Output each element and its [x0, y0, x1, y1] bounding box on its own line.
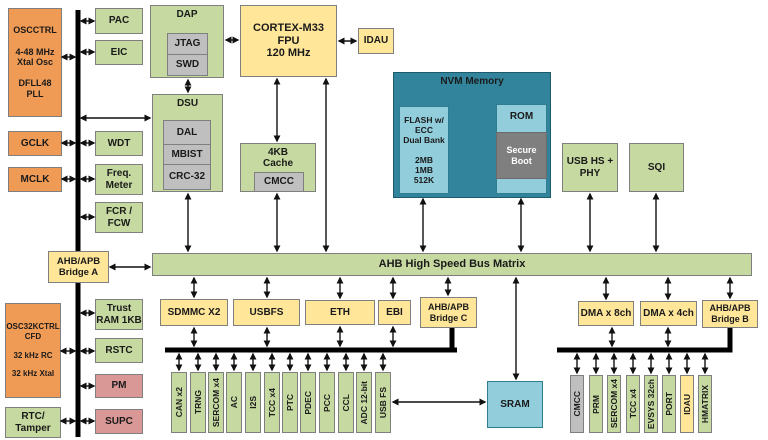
block-cmcc-cache: CMCC	[254, 172, 304, 192]
dap-label: DAP	[176, 9, 198, 20]
block-dsu: DSU DAL MBIST CRC-32	[152, 94, 223, 192]
block-fcr-fcw: FCR / FCW	[95, 202, 143, 233]
block-rom: ROM Secure Boot	[496, 104, 547, 194]
block-prm: PRM	[589, 375, 603, 433]
dsu-label: DSU	[176, 98, 199, 109]
block-swd: SWD	[167, 54, 208, 76]
block-sqi: SQI	[629, 143, 684, 192]
block-ebi: EBI	[378, 300, 411, 325]
block-bridge-b: AHB/APB Bridge B	[702, 300, 758, 328]
block-tcc-right: TCC x4	[626, 375, 640, 433]
block-ccl: CCL	[338, 372, 354, 433]
block-bridge-c: AHB/APB Bridge C	[420, 297, 477, 328]
block-trng: TRNG	[190, 372, 206, 433]
left-peripheral-bus	[165, 328, 457, 353]
block-usb-hs-phy: USB HS + PHY	[562, 143, 618, 192]
nvm-title: NVM Memory	[440, 76, 504, 87]
block-mbist: MBIST	[163, 144, 211, 165]
cache-label: 4KB Cache	[262, 147, 293, 169]
block-cache: 4KB Cache CMCC	[240, 143, 316, 192]
block-idau-core: IDAU	[358, 28, 394, 54]
block-pac: PAC	[95, 8, 143, 34]
right-peripheral-bus	[557, 328, 733, 353]
block-port: PORT	[662, 375, 676, 433]
block-flash: FLASH w/ ECC Dual Bank 2MB 1MB 512K	[399, 106, 449, 194]
block-ptc: PTC	[282, 372, 298, 433]
block-ac: AC	[226, 372, 242, 433]
block-wdt: WDT	[95, 131, 143, 156]
block-rtc-tamper: RTC/ Tamper	[5, 407, 61, 438]
block-jtag: JTAG	[167, 33, 208, 55]
block-i2s: I2S	[245, 372, 261, 433]
block-cortex-m33: CORTEX-M33 FPU 120 MHz	[240, 5, 337, 77]
block-sercom-right: SERCOM x4	[607, 375, 621, 433]
block-pcc: PCC	[319, 372, 335, 433]
block-crc32: CRC-32	[163, 164, 211, 190]
block-usbfs: USBFS	[233, 299, 300, 326]
block-freq-meter: Freq. Meter	[95, 164, 143, 195]
block-usb-fs: USB FS	[375, 372, 391, 433]
block-oscctrl: OSCCTRL 4-48 MHz Xtal Osc DFLL48 PLL	[8, 8, 62, 117]
block-dal: DAL	[163, 120, 211, 145]
block-gclk: GCLK	[8, 131, 62, 156]
block-dma8: DMA x 8ch	[578, 301, 634, 326]
block-dap: DAP JTAG SWD	[150, 5, 224, 78]
block-pm: PM	[95, 374, 143, 398]
block-trust-ram: Trust RAM 1KB	[95, 299, 143, 330]
block-rstc: RSTC	[95, 338, 143, 363]
rom-label: ROM	[509, 111, 534, 122]
block-bridge-a: AHB/APB Bridge A	[48, 251, 109, 283]
block-mclk: MCLK	[8, 167, 62, 192]
block-adc: ADC 12-bit	[356, 372, 372, 433]
bus-matrix-bar: AHB High Speed Bus Matrix	[152, 253, 752, 276]
block-hmatrix: HMATRIX	[698, 375, 712, 433]
block-secure-boot: Secure Boot	[496, 132, 547, 179]
block-eth: ETH	[305, 300, 375, 325]
block-sdmmc: SDMMC X2	[160, 299, 228, 326]
block-idau-right: IDAU	[680, 375, 694, 433]
block-evsys: EVSYS 32ch	[644, 375, 658, 433]
block-tcc-left: TCC x4	[264, 372, 280, 433]
block-dma4: DMA x 4ch	[640, 301, 697, 326]
block-osc32kctrl: OSC32KCTRL CFD 32 kHz RC 32 kHz Xtal	[5, 303, 61, 398]
block-pdec: PDEC	[300, 372, 316, 433]
block-can: CAN x2	[171, 372, 187, 433]
block-sercom-left: SERCOM x4	[208, 372, 224, 433]
block-supc: SUPC	[95, 409, 143, 434]
block-nvm-memory: NVM Memory FLASH w/ ECC Dual Bank 2MB 1M…	[393, 72, 551, 198]
block-eic: EIC	[95, 40, 143, 65]
block-cmcc-right: CMCC	[570, 375, 584, 433]
block-sram: SRAM	[487, 381, 543, 428]
